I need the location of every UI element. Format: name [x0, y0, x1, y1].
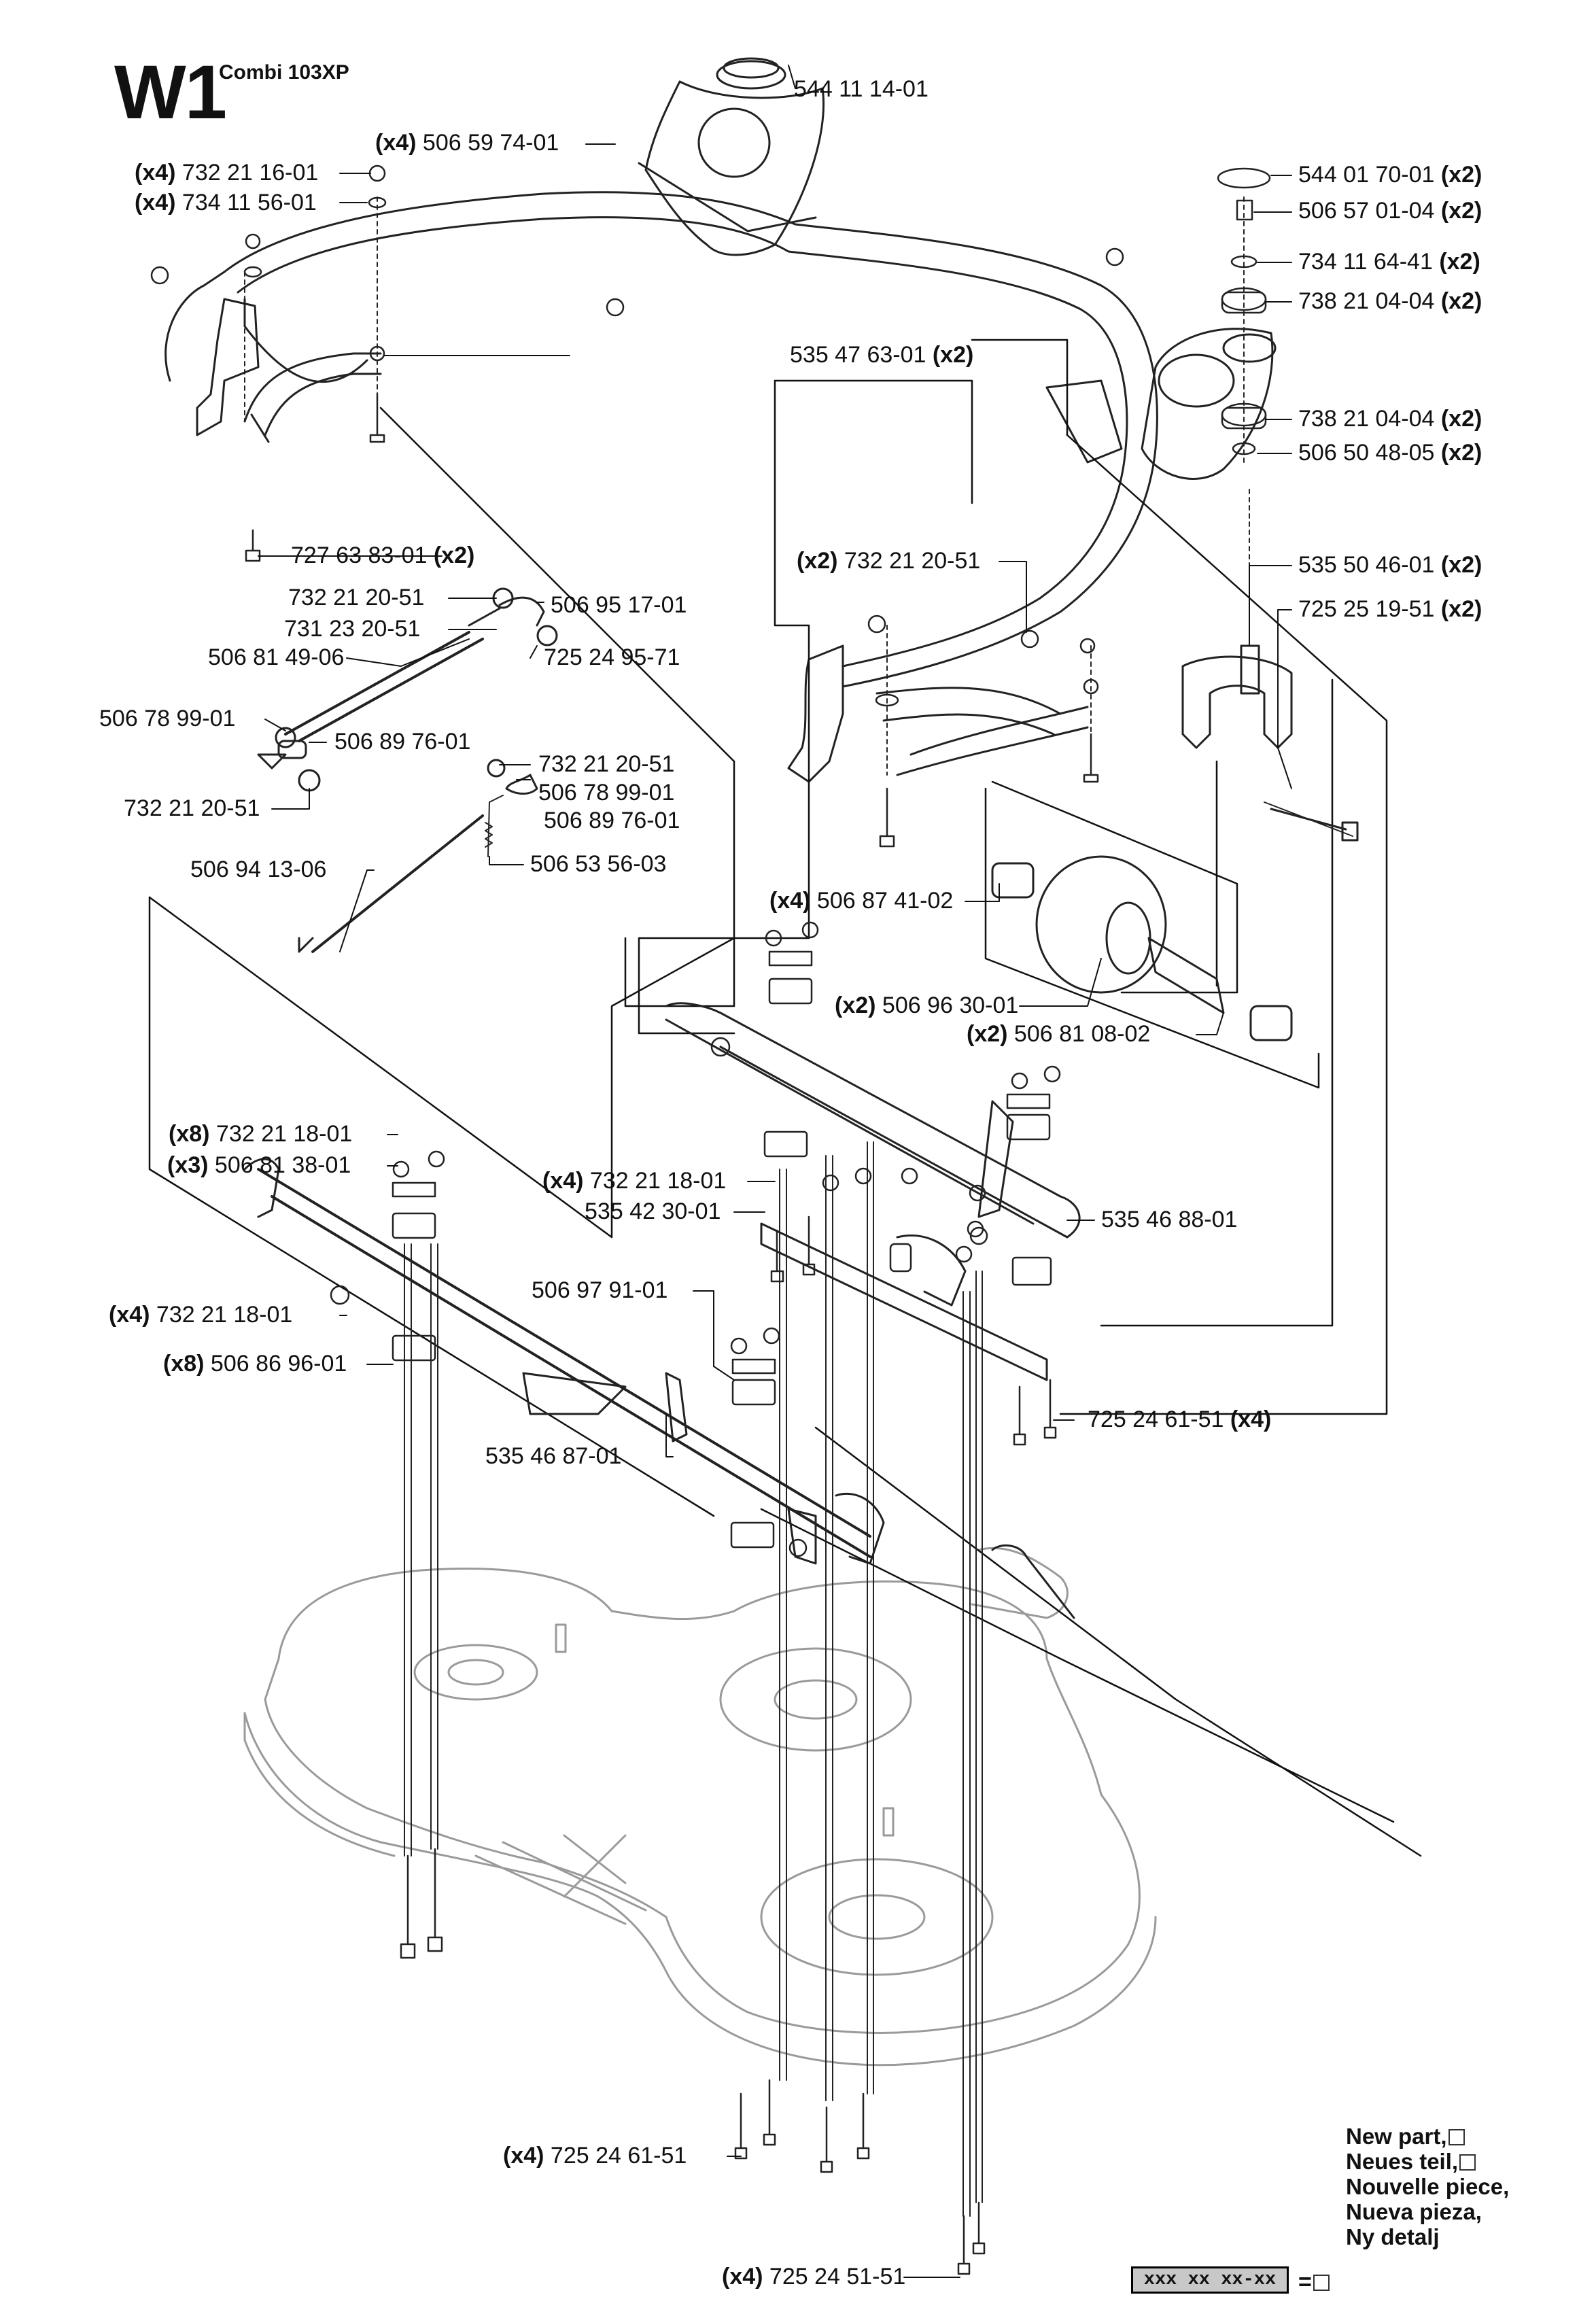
- part-label: 506 95 17-01: [551, 592, 687, 618]
- part-label: (x4) 506 87 41-02: [769, 888, 954, 914]
- part-label: (x4) 725 24 61-51: [503, 2143, 687, 2169]
- part-label: (x3) 506 81 38-01: [167, 1152, 351, 1178]
- part-label: 544 11 14-01: [794, 76, 929, 102]
- mower-deck: [243, 1547, 1157, 2067]
- leader-lines: [258, 65, 1292, 2278]
- part-label: (x8) 506 86 96-01: [163, 1351, 347, 1377]
- part-label: (x4) 732 21 18-01: [109, 1302, 293, 1328]
- legend-line: Neues teil,: [1346, 2149, 1509, 2174]
- model-name: Combi 103XP: [219, 61, 349, 84]
- legend-line: New part,: [1346, 2124, 1509, 2149]
- vertical-rods: [404, 1141, 983, 2217]
- part-label: 535 46 88-01: [1101, 1207, 1238, 1232]
- part-label: 731 23 20-51: [284, 616, 421, 642]
- legend-line: Nouvelle piece,: [1346, 2174, 1510, 2199]
- part-label: (x2) 732 21 20-51: [797, 548, 981, 574]
- legend-line: Ny detalj: [1346, 2224, 1440, 2249]
- part-label: 506 78 99-01: [99, 706, 236, 731]
- part-label: 535 50 46-01 (x2): [1298, 552, 1482, 578]
- clamp-blocks: [392, 950, 1052, 1549]
- part-label: 727 63 83-01 (x2): [291, 542, 475, 568]
- part-label: 535 46 87-01: [485, 1443, 622, 1469]
- part-label: 506 50 48-05 (x2): [1298, 440, 1482, 466]
- nuts-washers: [150, 165, 1271, 1557]
- part-label: (x4) 734 11 56-01: [135, 190, 317, 215]
- part-label: (x4) 732 21 16-01: [135, 160, 319, 186]
- part-label: 725 25 19-51 (x2): [1298, 596, 1482, 622]
- part-label: 506 89 76-01: [334, 729, 471, 755]
- part-label: 738 21 04-04 (x2): [1298, 406, 1482, 432]
- part-label: 725 24 95-71: [544, 644, 680, 670]
- part-label: 535 42 30-01: [585, 1198, 721, 1224]
- lift-rods: [257, 587, 558, 953]
- part-label: 506 81 49-06: [208, 644, 345, 670]
- part-label: 506 78 99-01: [538, 780, 675, 806]
- part-label: 506 53 56-03: [530, 851, 667, 877]
- part-label: (x4) 506 59 74-01: [375, 130, 559, 156]
- part-label: (x4) 732 21 18-01: [542, 1168, 727, 1194]
- front-wheel-assembly: [991, 644, 1359, 1041]
- part-label: 732 21 20-51: [538, 751, 675, 777]
- part-label: 732 21 20-51: [124, 795, 260, 821]
- part-label: (x8) 732 21 18-01: [169, 1121, 353, 1147]
- part-label: 734 11 64-41 (x2): [1298, 249, 1480, 275]
- deck-support-bars: [243, 1002, 1081, 1619]
- part-label: (x2) 506 81 08-02: [967, 1021, 1151, 1047]
- part-label: 506 89 76-01: [544, 808, 680, 833]
- part-label: 544 01 70-01 (x2): [1298, 162, 1482, 188]
- part-label: 725 24 61-51 (x4): [1088, 1406, 1272, 1432]
- new-part-legend: New part, Neues teil, Nouvelle piece, Nu…: [1346, 2124, 1509, 2249]
- part-label: 506 97 91-01: [532, 1277, 668, 1303]
- page-code: W1: [114, 50, 227, 135]
- part-label: 738 21 04-04 (x2): [1298, 288, 1482, 314]
- part-label: 506 57 01-04 (x2): [1298, 198, 1482, 224]
- part-label: (x2) 506 96 30-01: [835, 992, 1019, 1018]
- new-part-sample-box: xxx xx xx-xx: [1131, 2266, 1289, 2294]
- front-frame: [164, 57, 1277, 783]
- part-label: 732 21 20-51: [288, 585, 425, 610]
- part-label: 535 47 63-01 (x2): [790, 342, 974, 368]
- legend-equals: =: [1298, 2269, 1330, 2296]
- legend-line: Nueva pieza,: [1346, 2199, 1482, 2224]
- part-label: 506 94 13-06: [190, 857, 327, 882]
- part-label: (x4) 725 24 51-51: [722, 2264, 906, 2290]
